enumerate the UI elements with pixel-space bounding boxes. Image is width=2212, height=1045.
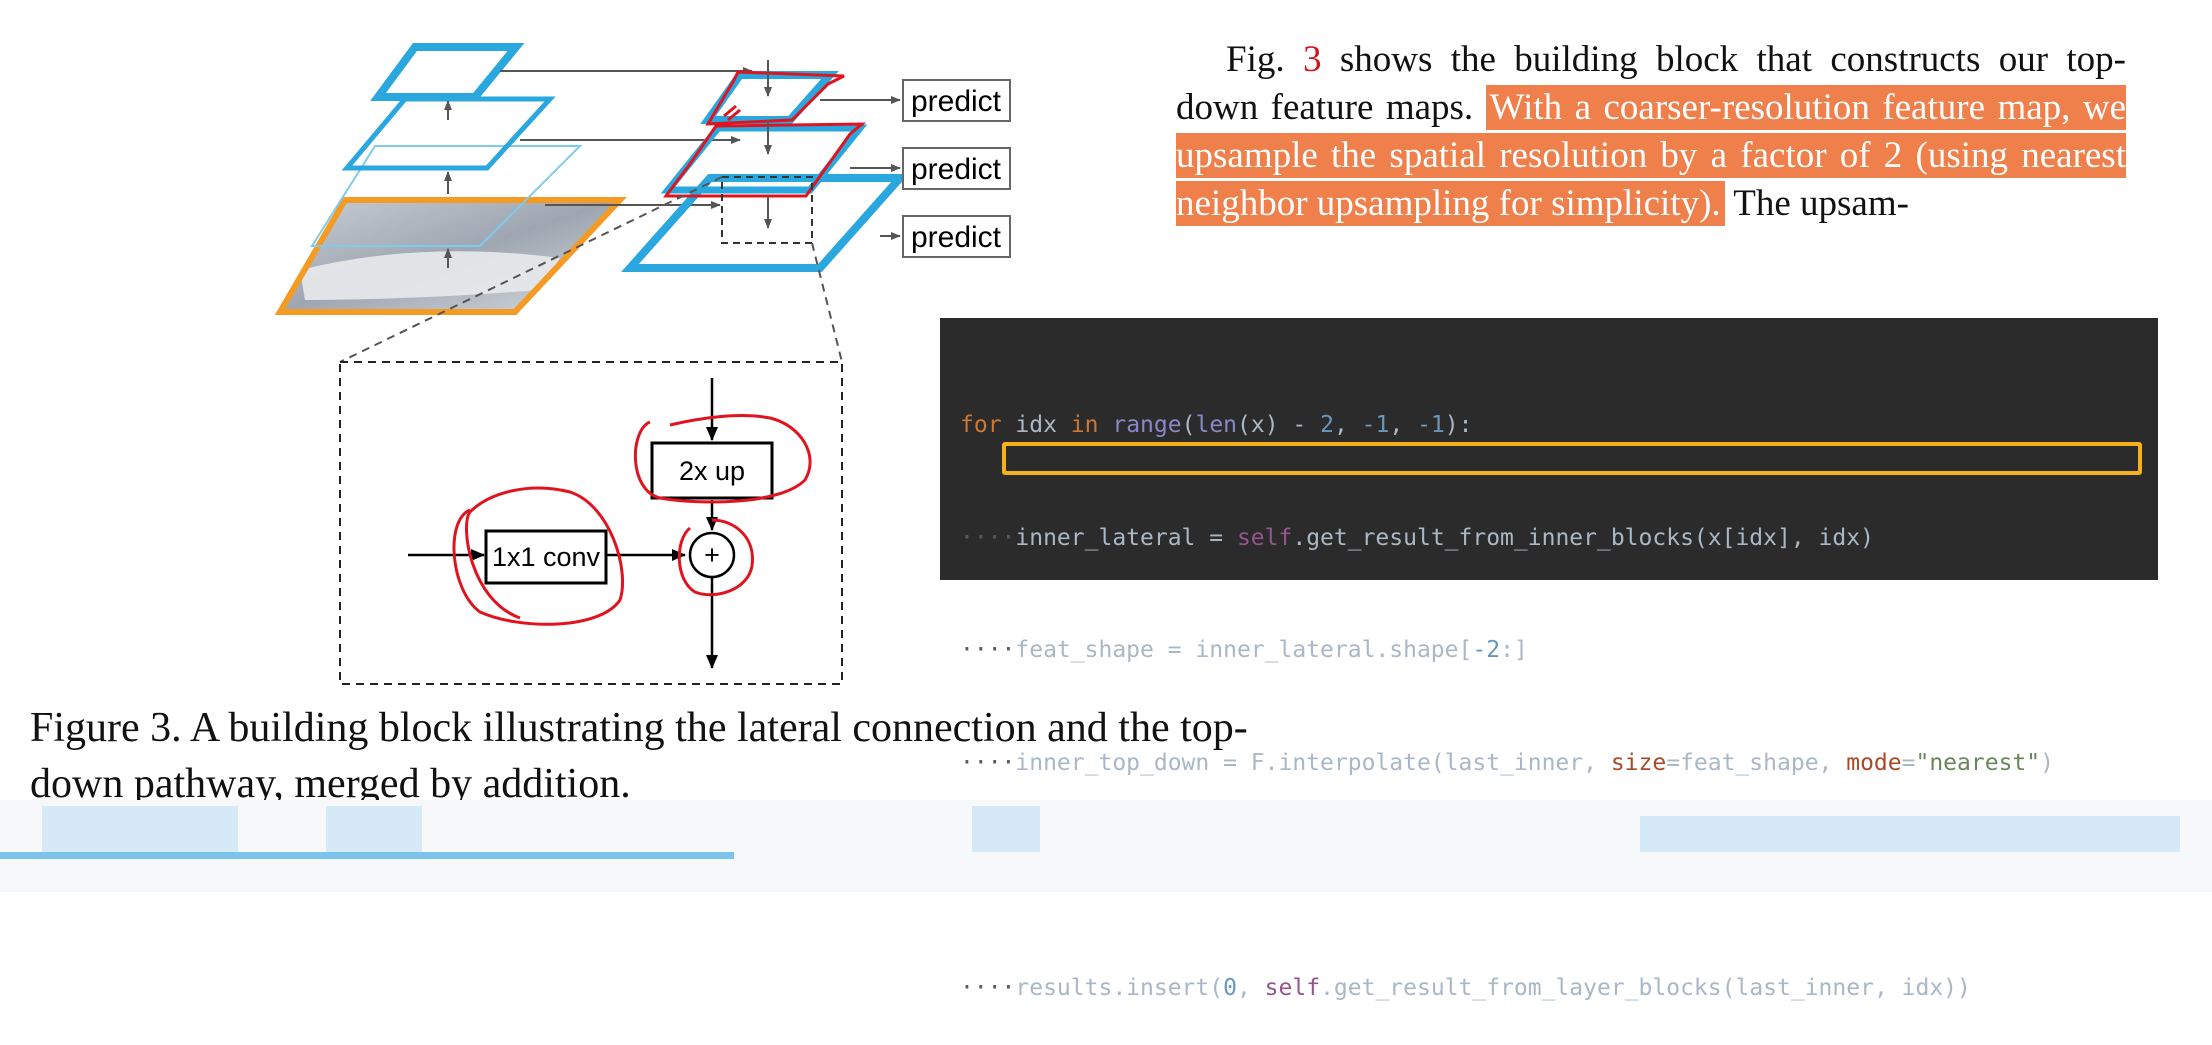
predict-label: predict <box>911 85 1002 118</box>
zoom-lines <box>339 176 843 363</box>
conv-block: 1x1 conv <box>484 529 608 585</box>
upsample-label: 2x up <box>679 456 745 486</box>
red-annotation-strokes <box>663 70 867 198</box>
predict-arrows <box>820 96 901 240</box>
predict-box-2: predict <box>902 147 1011 190</box>
predict-label: predict <box>911 153 1002 186</box>
fpn-diagram: predict predict predict 2x up 1x1 conv + <box>274 43 1011 685</box>
code-line-3: ····feat_shape = inner_lateral.shape[-2:… <box>960 637 1528 663</box>
inset-frame <box>339 361 843 685</box>
addition-node: + <box>688 531 736 579</box>
code-line-2: ····inner_lateral = self.get_result_from… <box>960 524 1874 551</box>
code-line-6: ····results.insert(0, self.get_result_fr… <box>960 974 1971 1001</box>
predict-label: predict <box>911 221 1002 254</box>
zoom-region <box>721 176 813 244</box>
upsample-block: 2x up <box>650 441 774 500</box>
add-symbol: + <box>704 540 720 570</box>
inset-red-annotations <box>452 414 812 626</box>
topdown-layer-3 <box>621 174 909 272</box>
bottomup-layer-1 <box>370 43 525 101</box>
figure-reference-link[interactable]: 3 <box>1302 39 1322 80</box>
predict-box-3: predict <box>902 215 1011 258</box>
predict-box-1: predict <box>902 79 1011 122</box>
ghost-block <box>42 806 238 852</box>
conv-label: 1x1 conv <box>492 542 601 572</box>
text-after-highlight: The upsam- <box>1724 183 1909 224</box>
bottomup-layer-2 <box>341 96 556 171</box>
paper-paragraph: Fig. 3 shows the building block that con… <box>1176 36 2127 228</box>
bottomup-layer-3 <box>310 145 583 247</box>
code-line-4: ····inner_top_down = F.interpolate(last_… <box>960 749 2054 776</box>
ghost-block <box>972 806 1040 852</box>
text-before-highlight: shows the building block that constructs… <box>1176 39 2126 128</box>
code-line-highlight-box <box>1002 442 2142 475</box>
code-line-1: for idx in range(len(x) - 2, -1, -1): <box>960 412 1473 438</box>
fig-prefix: Fig. <box>1226 39 1303 80</box>
figure-caption: Figure 3. A building block illustrating … <box>30 705 1248 807</box>
ghost-block <box>326 806 422 852</box>
progress-underline <box>0 852 734 859</box>
ghost-block <box>1640 816 2180 852</box>
